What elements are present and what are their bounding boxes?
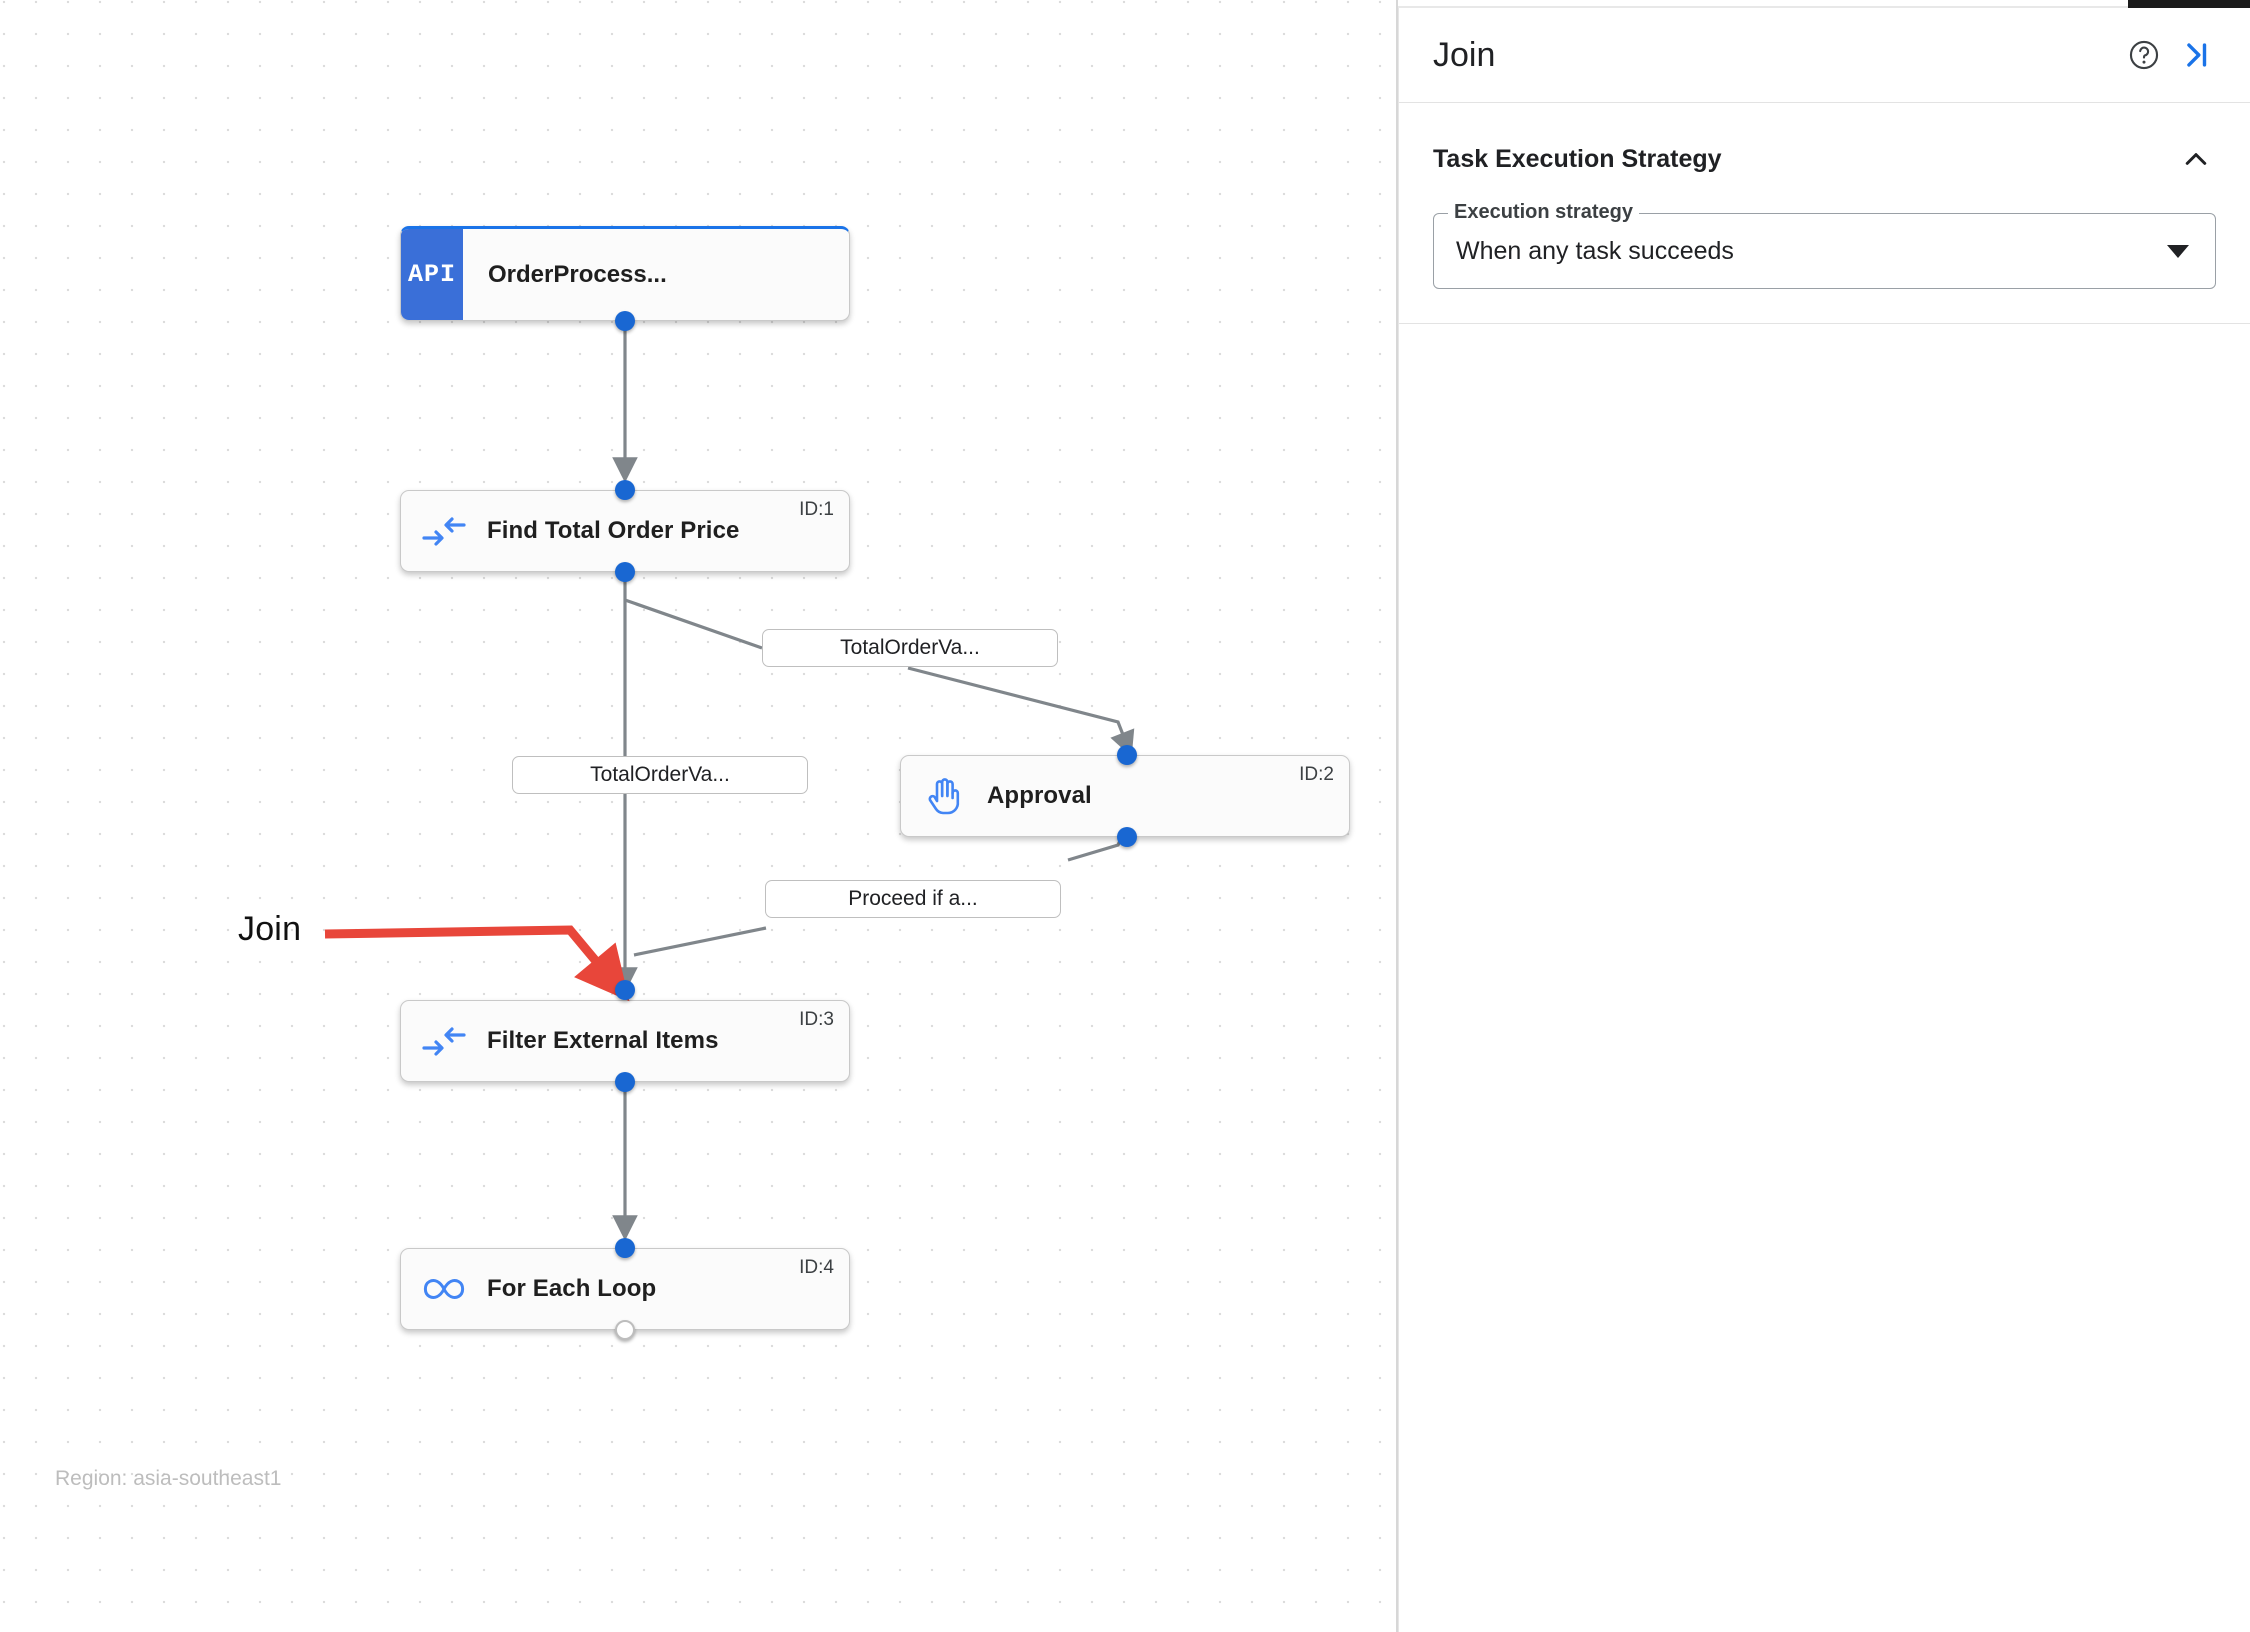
node-filter-external-items[interactable]: Filter External Items ID:3 — [400, 1000, 850, 1082]
node-title: Filter External Items — [487, 1027, 719, 1054]
edge-label3-task3 — [633, 926, 767, 957]
section-header[interactable]: Task Execution Strategy — [1433, 139, 2216, 179]
node-api[interactable]: API OrderProcess... — [400, 226, 850, 321]
merge-arrows-icon — [401, 516, 487, 546]
collapse-panel-icon[interactable] — [2170, 29, 2222, 81]
merge-arrows-icon — [401, 1026, 487, 1056]
port-task3-out[interactable] — [615, 1072, 635, 1092]
execution-strategy-label: Execution strategy — [1448, 201, 1639, 224]
edge-label-proceed-if-approved[interactable]: Proceed if a... — [765, 880, 1061, 918]
workflow-canvas[interactable]: API OrderProcess... Find Total Order Pri… — [0, 0, 1397, 1632]
node-title: Approval — [987, 782, 1092, 809]
chevron-up-icon[interactable] — [2176, 139, 2216, 179]
edge-label-text: Proceed if a... — [848, 887, 978, 910]
panel-title: Join — [1433, 35, 1496, 74]
port-task2-in[interactable] — [1117, 745, 1137, 765]
node-id-label: ID:4 — [799, 1257, 834, 1278]
execution-strategy-value: When any task succeeds — [1456, 236, 1734, 265]
edge-task1-label1 — [624, 598, 763, 650]
caret-down-icon[interactable] — [2167, 244, 2189, 258]
node-api-title: OrderProcess... — [488, 260, 667, 288]
panel-header: Join — [1399, 8, 2250, 103]
properties-panel: Join Task Execution Strategy — [1398, 8, 2250, 1632]
node-for-each-loop[interactable]: For Each Loop ID:4 — [400, 1248, 850, 1330]
api-badge: API — [401, 229, 463, 320]
window-corner-strip — [2128, 0, 2250, 8]
help-circle-icon[interactable] — [2118, 29, 2170, 81]
node-title: Find Total Order Price — [487, 517, 740, 544]
node-find-total-order-price[interactable]: Find Total Order Price ID:1 — [400, 490, 850, 572]
edge-label-total-order-value-1[interactable]: TotalOrderVa... — [762, 629, 1058, 667]
port-task1-in[interactable] — [615, 480, 635, 500]
annotation-join-label: Join — [238, 910, 302, 948]
edge-label-text: TotalOrderVa... — [840, 636, 980, 659]
port-task1-out[interactable] — [615, 562, 635, 582]
node-id-label: ID:2 — [1299, 764, 1334, 785]
port-task4-out[interactable] — [615, 1320, 635, 1340]
canvas-panel-divider — [1396, 0, 1398, 1632]
node-title: For Each Loop — [487, 1275, 657, 1302]
section-title: Task Execution Strategy — [1433, 144, 1722, 173]
edge-label1-task2 — [907, 666, 1135, 757]
region-label: Region: asia-southeast1 — [55, 1467, 282, 1490]
port-task2-out[interactable] — [1117, 827, 1137, 847]
node-id-label: ID:3 — [799, 1009, 834, 1030]
task-execution-strategy-section: Task Execution Strategy Execution strate… — [1399, 103, 2250, 324]
panel-top-border — [1398, 6, 2250, 8]
node-id-label: ID:1 — [799, 499, 834, 520]
port-task4-in[interactable] — [615, 1238, 635, 1258]
edge-label-total-order-value-2[interactable]: TotalOrderVa... — [512, 756, 808, 794]
execution-strategy-select[interactable]: Execution strategy When any task succeed… — [1433, 201, 2216, 289]
port-api-out[interactable] — [615, 311, 635, 331]
hand-icon — [901, 776, 987, 816]
infinity-icon — [401, 1276, 487, 1302]
port-task3-in[interactable] — [615, 980, 635, 1000]
node-approval[interactable]: Approval ID:2 — [900, 755, 1350, 837]
edge-label-text: TotalOrderVa... — [590, 763, 730, 786]
